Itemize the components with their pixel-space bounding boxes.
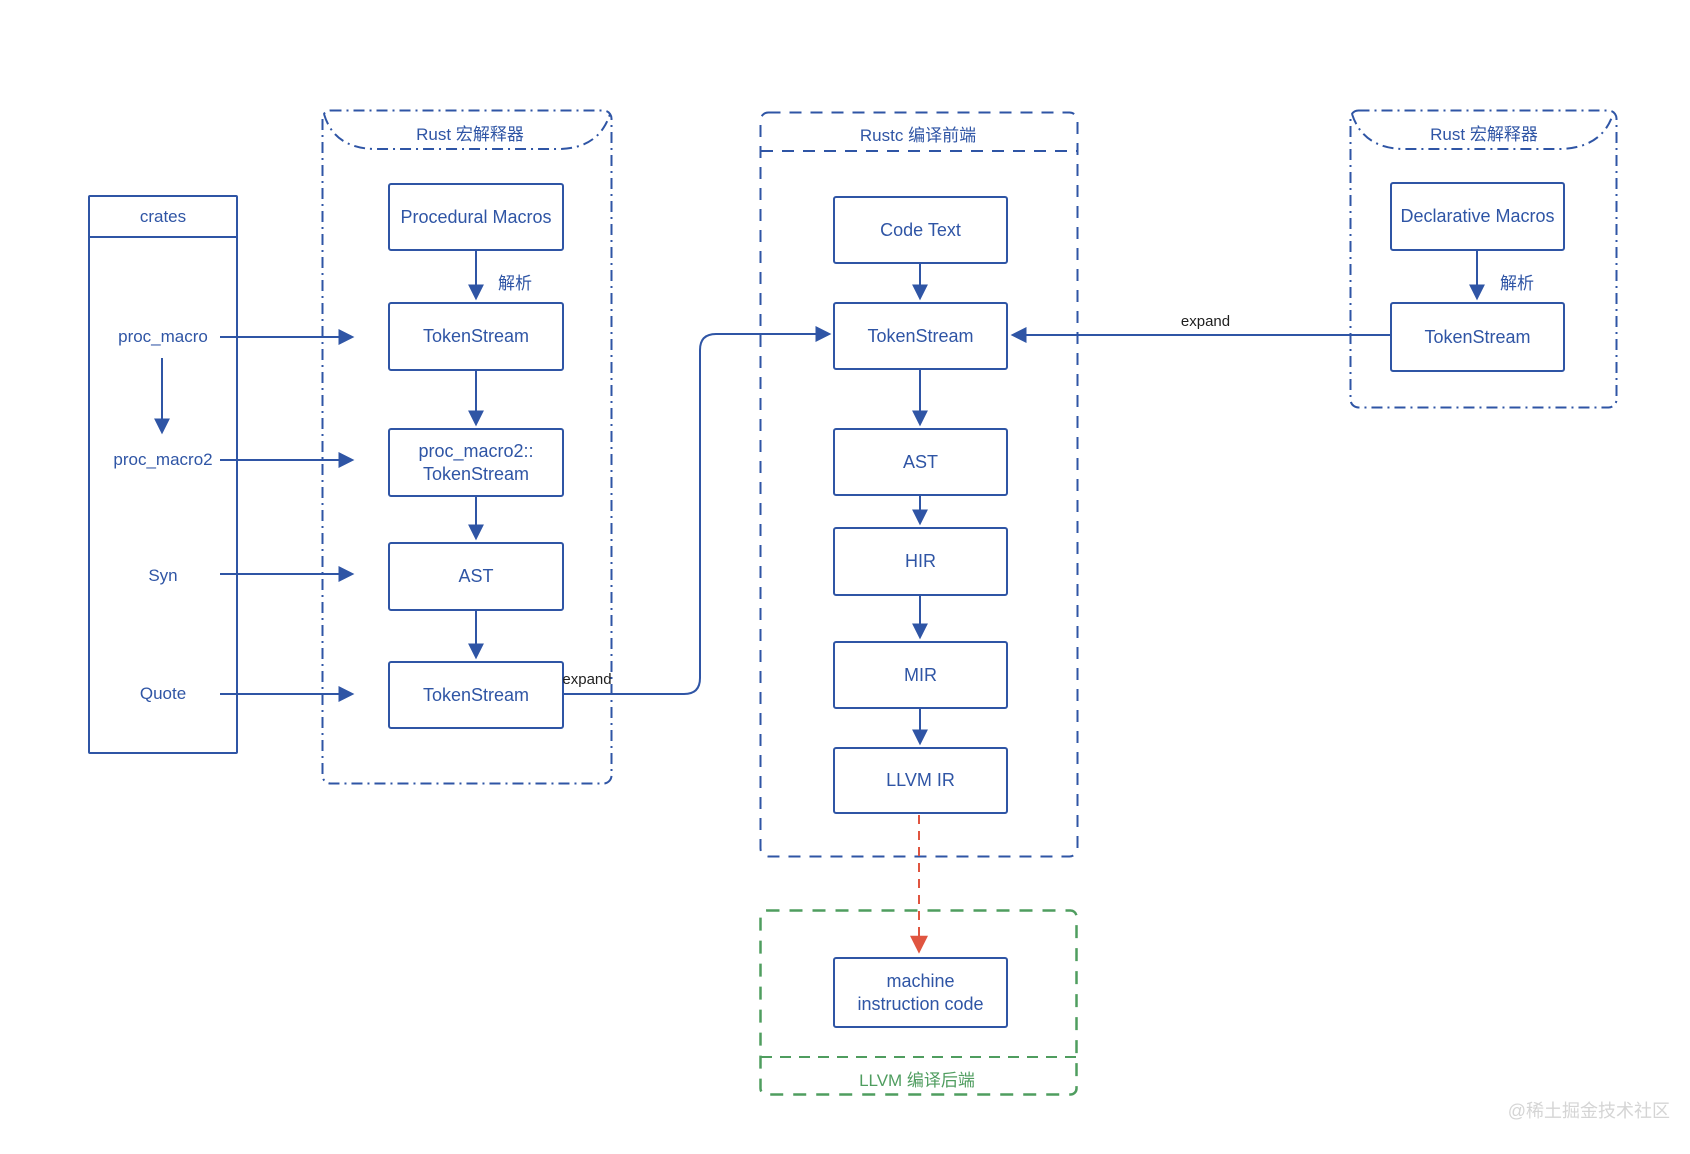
- rustc-frontend-container-title: Rustc 编译前端: [859, 126, 977, 145]
- crates-panel-title: crates: [90, 197, 236, 238]
- node-tokenstream-left-1: TokenStream: [388, 302, 564, 371]
- crate-item-quote: Quote: [139, 684, 187, 703]
- node-machine-instruction-code: machine instruction code: [833, 957, 1008, 1028]
- expand-label-left: expand: [562, 671, 612, 688]
- crates-panel: crates: [88, 195, 238, 754]
- parse-label-right: 解析: [1500, 274, 1534, 293]
- expand-label-right: expand: [1180, 313, 1231, 330]
- node-mir: MIR: [833, 641, 1008, 709]
- node-tokenstream-right: TokenStream: [1390, 302, 1565, 372]
- node-llvm-ir: LLVM IR: [833, 747, 1008, 814]
- watermark-text: @稀土掘金技术社区: [1507, 1101, 1670, 1121]
- crate-item-proc-macro: proc_macro: [118, 327, 208, 346]
- node-ast-left: AST: [388, 542, 564, 611]
- node-tokenstream-frontend: TokenStream: [833, 302, 1008, 370]
- node-hir: HIR: [833, 527, 1008, 596]
- node-ast-frontend: AST: [833, 428, 1008, 496]
- node-tokenstream-left-2: TokenStream: [388, 661, 564, 729]
- node-declarative-macros: Declarative Macros: [1390, 182, 1565, 251]
- node-proc-macro2-tokenstream: proc_macro2:: TokenStream: [388, 428, 564, 497]
- llvm-backend-container-title: LLVM 编译后端: [859, 1071, 975, 1090]
- arrow-expand-left-to-frontend-tokenstream: [563, 326, 832, 695]
- crate-item-syn: Syn: [148, 566, 178, 585]
- right-macro-container-title: Rust 宏解释器: [1430, 125, 1538, 144]
- left-macro-container-title: Rust 宏解释器: [416, 125, 524, 144]
- crate-item-proc-macro2: proc_macro2: [113, 450, 213, 469]
- node-code-text: Code Text: [833, 196, 1008, 264]
- node-procedural-macros: Procedural Macros: [388, 183, 564, 251]
- parse-label-left: 解析: [498, 274, 532, 293]
